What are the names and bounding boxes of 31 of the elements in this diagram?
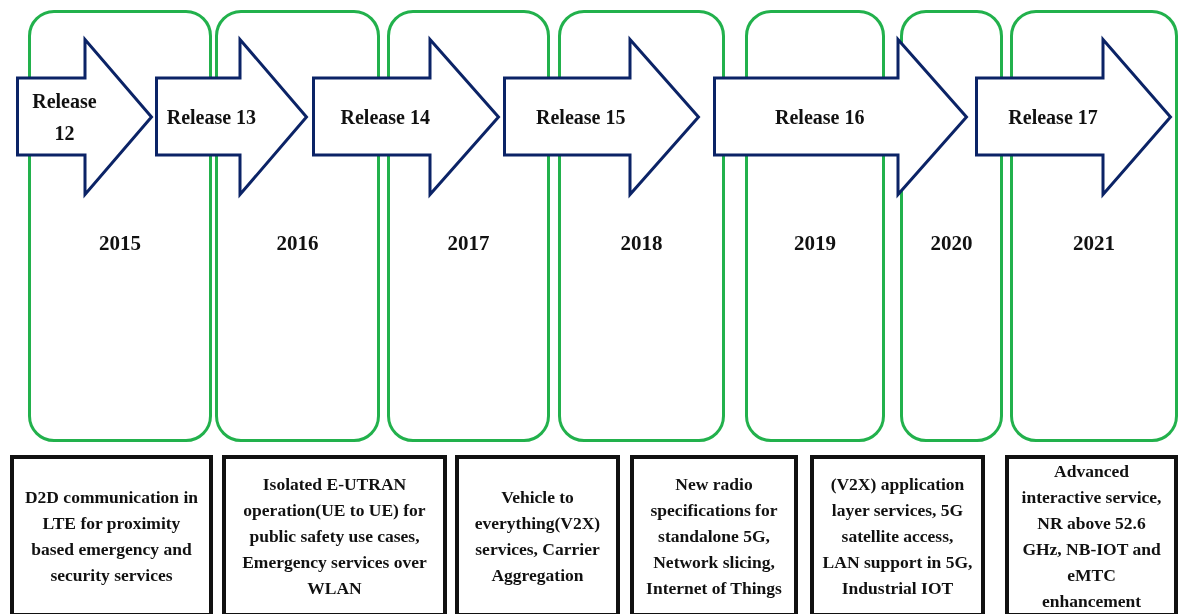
arrow-shape [16, 38, 153, 196]
arrow-shape [713, 38, 968, 196]
year-label: 2021 [1072, 231, 1116, 256]
description-text: (V2X) application layer services, 5G satellite access, LAN support in 5G, Industrial IOT [822, 473, 973, 600]
description-box [455, 455, 620, 614]
year-label: 2020 [929, 231, 974, 256]
arrow-shape [975, 38, 1172, 196]
description-text: Vehicle to everything(V2X) services, Carrier Aggregation [473, 486, 602, 587]
description-text: D2D communication in LTE for proximity based emergency and security services [23, 486, 200, 587]
description-box [630, 455, 798, 614]
description-box [222, 455, 447, 614]
release-label: Release 17 [1007, 104, 1099, 130]
release-label: Release 16 [774, 104, 866, 130]
year-label: 2017 [446, 231, 491, 256]
year-label: 2016 [275, 231, 320, 256]
description-box [810, 455, 985, 614]
description-box [10, 455, 213, 614]
arrow-shape [155, 38, 308, 196]
year-label: 2015 [98, 231, 142, 256]
release-label: Release 13 [165, 104, 258, 130]
description-text: Advanced interactive service, NR above 52.6 GHz, NB-IOT and eMTC enhancement [1020, 460, 1163, 613]
arrow-shape [312, 38, 500, 196]
year-label: 2019 [793, 231, 837, 256]
release-label: Release 12 [31, 88, 98, 146]
release-label: Release 14 [339, 104, 431, 130]
arrow-shape [503, 38, 700, 196]
description-text: New radio specifications for standalone 5G, Network slicing, Internet of Things [645, 473, 783, 600]
description-box [1005, 455, 1178, 614]
release-label: Release 15 [535, 104, 627, 130]
year-label: 2018 [619, 231, 664, 256]
description-text: Isolated E-UTRAN operation(UE to UE) for public safety use cases, Emergency services over WLAN [241, 473, 428, 600]
